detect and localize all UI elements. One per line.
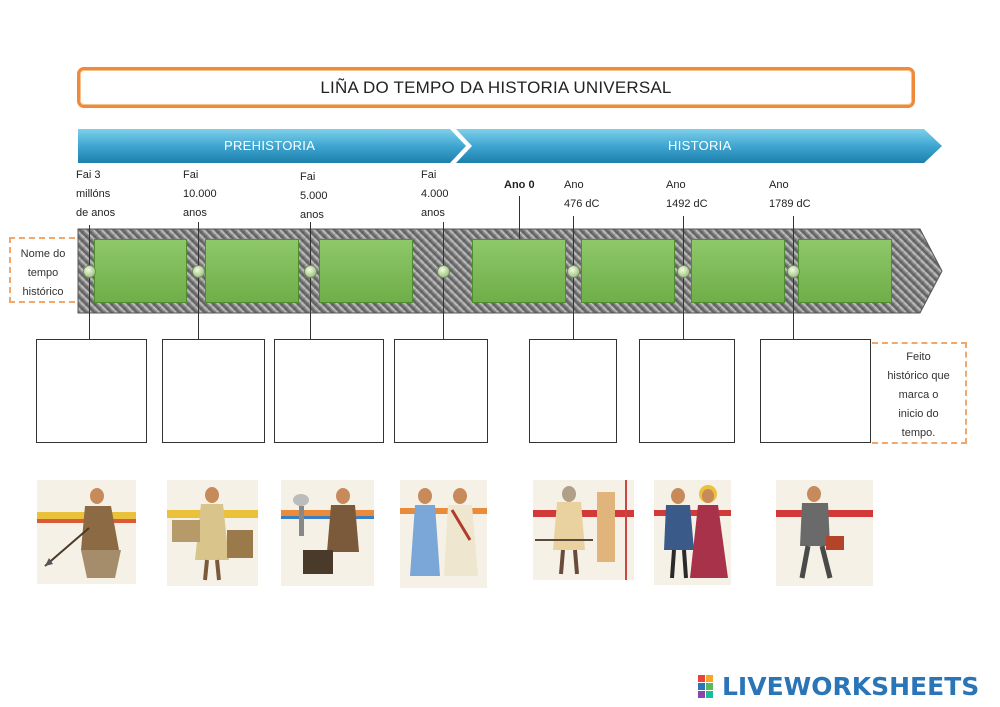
date-label: Ano 1492 dC <box>666 179 708 210</box>
connector-line <box>573 216 574 340</box>
connector-line <box>198 222 199 340</box>
date-label: Ano 476 dC <box>564 179 600 210</box>
farmer-figure-icon <box>167 487 258 581</box>
businessman-figure-icon <box>776 486 873 579</box>
connector-line <box>519 196 520 240</box>
event-drop-zone[interactable] <box>162 339 265 443</box>
medieval-soldier-picture[interactable] <box>533 480 634 580</box>
connector-line <box>310 222 311 340</box>
ancient-romans-picture[interactable] <box>400 480 487 588</box>
neolithic-farmer-picture[interactable] <box>167 480 258 586</box>
left-note-text: Nome do tempo histórico <box>20 248 66 298</box>
title-text: LIÑA DO TEMPO DA HISTORIA UNIVERSAL <box>320 77 672 97</box>
timeline-marker-dot <box>192 265 205 278</box>
era-name-drop-zone[interactable] <box>798 239 892 303</box>
date-label: Ano 1789 dC <box>769 179 811 210</box>
smith-figure-icon <box>281 488 374 574</box>
connector-line <box>793 216 794 340</box>
right-note-text: Feito histórico que marca o inicio do te… <box>887 351 950 439</box>
timeline-marker-dot <box>304 265 317 278</box>
timeline-marker-dot <box>677 265 690 278</box>
timeline-marker-dot <box>787 265 800 278</box>
era-name-drop-zone[interactable] <box>691 239 785 303</box>
event-drop-zone[interactable] <box>36 339 147 443</box>
era-label-historia: HISTORIA <box>668 138 732 153</box>
romans-figure-icon <box>400 488 487 576</box>
era-label-prehistoria: PREHISTORIA <box>224 138 316 153</box>
era-name-drop-zone[interactable] <box>581 239 675 303</box>
timeline-marker-dot <box>437 265 450 278</box>
date-label: Fai 5.000 anos <box>300 171 328 221</box>
event-drop-zone[interactable] <box>760 339 871 443</box>
era-name-drop-zone[interactable] <box>94 239 187 303</box>
connector-line <box>89 225 90 340</box>
event-drop-zone[interactable] <box>274 339 384 443</box>
liveworksheets-logo: LIVEWORKSHEETS <box>698 672 979 701</box>
prehistoria-arrow <box>78 129 466 163</box>
modern-age-couple-picture[interactable] <box>654 480 731 585</box>
paleolithic-hunter-picture[interactable] <box>37 480 136 584</box>
couple-figure-icon <box>654 485 731 579</box>
soldier-figure-icon <box>533 480 634 580</box>
hunter-figure-icon <box>37 488 136 578</box>
era-name-drop-zone[interactable] <box>472 239 566 303</box>
logo-text: LIVEWORKSHEETS <box>722 672 980 701</box>
liveworksheets-logo-icon <box>698 674 713 698</box>
left-instruction-note: Nome do tempo histórico <box>9 237 75 303</box>
era-name-drop-zone[interactable] <box>205 239 299 303</box>
connector-line <box>443 222 444 340</box>
timeline-title: LIÑA DO TEMPO DA HISTORIA UNIVERSAL <box>77 67 915 108</box>
timeline-marker-dot <box>83 265 96 278</box>
timeline-marker-dot <box>567 265 580 278</box>
date-label: Fai 3 millóns de anos <box>76 169 116 219</box>
right-instruction-note: Feito histórico que marca o inicio do te… <box>872 342 967 444</box>
historia-arrow <box>456 129 942 163</box>
date-label: Fai 4.000 anos <box>421 169 449 219</box>
event-drop-zone[interactable] <box>529 339 617 443</box>
date-label: Fai 10.000 anos <box>183 169 217 219</box>
contemporary-businessman-picture[interactable] <box>776 480 873 586</box>
event-drop-zone[interactable] <box>394 339 488 443</box>
date-label: Ano 0 <box>504 179 535 191</box>
era-name-drop-zone[interactable] <box>319 239 413 303</box>
metal-age-smith-picture[interactable] <box>281 480 374 586</box>
connector-line <box>683 216 684 340</box>
event-drop-zone[interactable] <box>639 339 735 443</box>
